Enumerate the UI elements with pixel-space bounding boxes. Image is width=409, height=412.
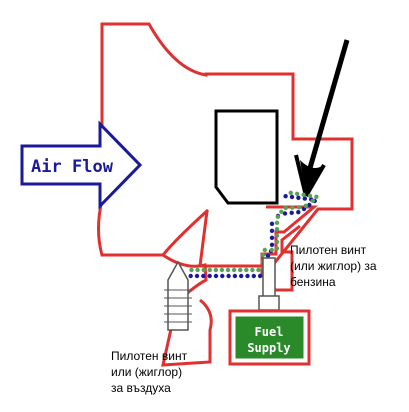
fuel-dot xyxy=(282,211,288,216)
air-dot xyxy=(310,198,315,203)
air-dot xyxy=(260,252,266,258)
air-dot xyxy=(274,239,280,245)
air-dot xyxy=(213,267,219,273)
air-dot xyxy=(244,267,249,273)
air-dot xyxy=(274,246,280,251)
air-dot xyxy=(189,267,194,273)
air-dot xyxy=(207,267,212,273)
air-dot xyxy=(201,267,206,273)
air-dot xyxy=(225,267,231,273)
air-dot xyxy=(295,191,300,196)
air-dot xyxy=(269,247,274,253)
fuel-dot xyxy=(239,273,244,279)
pointer-tip-b xyxy=(304,163,326,198)
pointer-tip-a xyxy=(294,154,308,197)
fuel-dot xyxy=(301,206,307,212)
fuel-dot xyxy=(232,273,238,279)
fuel-dot xyxy=(194,273,200,279)
air-dot xyxy=(303,203,308,208)
fuel-dot xyxy=(251,273,256,279)
fuel-dot xyxy=(265,253,271,258)
fuel-dot xyxy=(307,202,312,208)
fuel-supply-inner xyxy=(235,316,304,359)
air-dot xyxy=(256,267,261,273)
air-screw-caption-line1: Пилотен винт xyxy=(111,349,188,363)
carburetor-outline-top xyxy=(97,22,354,268)
fuel-screw-caption-line3: бензина xyxy=(290,275,336,289)
carburetor-body xyxy=(97,22,354,268)
fuel-dot xyxy=(207,273,212,279)
air-dot xyxy=(296,205,302,210)
air-screw-caption: Пилотен винт или (жиглор) за въздуха xyxy=(111,349,188,395)
fuel-screw-caption-line1: Пилотен винт xyxy=(290,243,367,257)
throttle-plate xyxy=(214,109,279,205)
air-screw-threads xyxy=(164,289,192,323)
air-dot xyxy=(274,227,280,232)
fuel-jet-base xyxy=(258,295,280,311)
air-flow-arrow: Air Flow xyxy=(20,120,143,210)
air-screw-caption-line2: или (жиглор) xyxy=(111,365,182,379)
air-dot xyxy=(301,192,306,197)
air-dot xyxy=(279,209,284,214)
fuel-dot xyxy=(296,195,301,200)
air-dot xyxy=(314,194,319,199)
fuel-dot xyxy=(269,235,275,240)
fuel-jet-body xyxy=(262,257,276,299)
fuel-dot xyxy=(226,273,231,279)
fuel-screw-caption: Пилотен винт (или жиглор) за бензина xyxy=(290,243,377,289)
fuel-supply-label-line2: Supply xyxy=(247,341,290,355)
air-dot xyxy=(290,205,295,210)
screw-icon xyxy=(164,260,192,331)
fuel-dot xyxy=(220,273,225,279)
fuel-screw-caption-line2: (или жиглор) за xyxy=(290,259,377,273)
air-dot xyxy=(231,267,237,273)
air-flow-label: Air Flow xyxy=(31,157,114,177)
fuel-dot xyxy=(296,210,301,215)
venturi-lower-outline xyxy=(161,253,213,367)
fuel-dot xyxy=(302,196,307,201)
fuel-dot xyxy=(245,273,250,279)
fuel-dot xyxy=(269,221,275,226)
air-dot xyxy=(195,267,200,273)
air-dot xyxy=(262,247,267,253)
air-screw-caption-line3: за въздуха xyxy=(111,381,171,395)
air-dot xyxy=(274,233,280,238)
air-dot xyxy=(238,267,243,273)
fuel-dot xyxy=(269,242,275,247)
air-dots xyxy=(189,190,319,273)
air-dot xyxy=(219,267,225,273)
fuel-dot xyxy=(269,228,275,233)
air-dot xyxy=(250,267,255,273)
fuel-dot xyxy=(283,194,288,199)
air-dot xyxy=(307,193,313,198)
air-flow-arrow-shape xyxy=(20,120,143,210)
air-dot xyxy=(283,205,288,211)
air-screw-body xyxy=(167,260,189,331)
fuel-supply-box: Fuel Supply xyxy=(228,309,311,366)
air-dot xyxy=(275,214,281,219)
jet-icon xyxy=(258,257,280,311)
fuel-dot xyxy=(257,273,263,279)
fuel-dot xyxy=(289,194,295,200)
fuel-dot xyxy=(213,273,219,279)
air-dot xyxy=(274,220,280,225)
fuel-dot xyxy=(201,273,206,279)
fuel-dot xyxy=(289,210,294,215)
air-dot xyxy=(288,190,293,195)
fuel-dot xyxy=(188,273,193,279)
venturi-lower xyxy=(161,253,213,367)
black-arrow-icon xyxy=(294,39,350,198)
fuel-supply-label-line1: Fuel xyxy=(255,325,284,339)
pointer-shaft xyxy=(305,39,350,176)
